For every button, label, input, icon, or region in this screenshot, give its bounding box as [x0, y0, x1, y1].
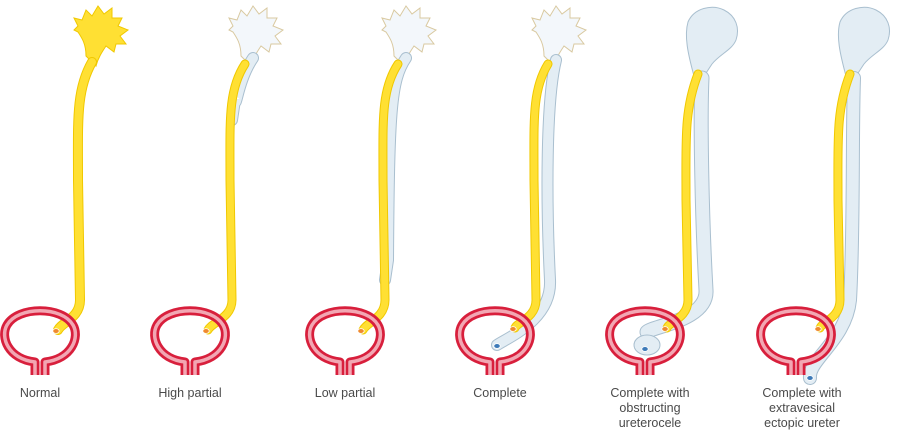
renal-pelvis	[73, 5, 130, 67]
label-line: obstructing	[619, 401, 681, 415]
label-line: Complete with	[762, 386, 842, 400]
bladder-lumen	[607, 309, 683, 375]
label-line: Complete with	[610, 386, 690, 400]
ureterocele	[633, 334, 661, 356]
panel-complete-ectopic	[756, 6, 890, 385]
panel-complete	[455, 5, 588, 375]
label-complete-ureterocele: Complete with obstructing ureterocele	[590, 386, 710, 431]
bladder-lumen	[307, 309, 383, 375]
ureteral-orifice	[806, 375, 814, 381]
ureteral-orifice	[814, 326, 822, 332]
label-line: High partial	[158, 386, 222, 400]
upper-pole-ureter	[640, 71, 713, 339]
label-low-partial: Low partial	[290, 386, 400, 401]
panel-complete-ureterocele	[605, 6, 738, 375]
ureteral-orifice	[493, 343, 501, 349]
bladder-lumen	[758, 309, 834, 375]
ureteral-orifice	[52, 328, 60, 334]
label-line: Normal	[19, 386, 61, 400]
label-line: Complete	[473, 386, 527, 400]
bladder-lumen	[2, 309, 78, 375]
panel-low-partial	[305, 5, 438, 375]
bladder-outline	[0, 306, 80, 375]
ureteral-orifice	[509, 326, 517, 332]
bladder-lumen	[152, 309, 228, 375]
ureteral-orifice	[641, 346, 649, 352]
ureteral-orifice	[202, 328, 210, 334]
dilated-upper-moiety	[685, 6, 738, 81]
label-line: ureterocele	[618, 416, 682, 430]
bladder-outline	[150, 306, 230, 375]
bladder-lumen	[457, 309, 533, 375]
renal-pelvis	[531, 5, 588, 67]
bladder-outline	[305, 306, 385, 375]
label-line: Low partial	[314, 386, 376, 400]
upper-pole-ureter	[492, 55, 561, 350]
label-normal: Normal	[0, 386, 80, 401]
lower-pole-ureter-edge	[662, 69, 703, 333]
ureteral-orifice	[357, 328, 365, 334]
label-complete-ectopic: Complete with extravesical ectopic urete…	[742, 386, 862, 431]
label-high-partial: High partial	[135, 386, 245, 401]
label-complete: Complete	[445, 386, 555, 401]
panel-normal	[0, 5, 130, 375]
dilated-upper-moiety	[837, 6, 890, 81]
label-line: extravesical	[769, 401, 835, 415]
label-line: ectopic ureter	[764, 416, 840, 430]
panel-high-partial	[150, 5, 285, 375]
ureteral-orifice	[661, 326, 669, 332]
